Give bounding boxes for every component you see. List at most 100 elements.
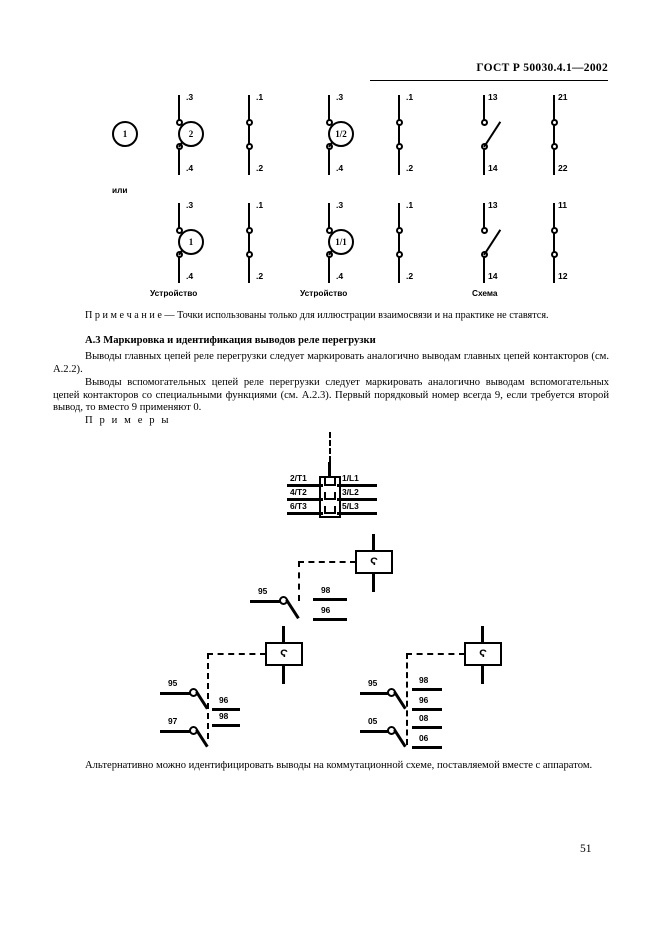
note-paragraph: П р и м е ч а н и е — Точки использованы… <box>85 310 549 321</box>
figure-relay-two-contacts: Ϛ 95 96 97 98 <box>160 626 325 748</box>
pole-bar-left-3 <box>287 512 323 515</box>
contact-b-lead-no <box>412 726 442 729</box>
figure-relay-changeover: Ϛ 95 98 96 <box>250 534 415 625</box>
terminal-label-a-common: 95 <box>168 678 178 688</box>
coil-lead-top <box>481 626 484 642</box>
group-marker-circle: 2 <box>178 121 204 147</box>
terminal-label-b-common: 97 <box>168 716 178 726</box>
terminal-label-common: 95 <box>258 586 268 596</box>
terminal-dot-top <box>245 119 253 126</box>
terminal-label-top: 11 <box>558 200 568 210</box>
notch-1 <box>324 478 336 486</box>
terminal-label-left-2: 4/T2 <box>290 487 307 497</box>
mechanical-link-vertical <box>207 653 209 739</box>
terminal-label-no: 98 <box>321 585 331 595</box>
terminal-label-right-3: 5/L3 <box>342 501 359 511</box>
terminal-label-top: 21 <box>558 92 568 102</box>
caption-device-left: Устройство <box>150 288 198 298</box>
contact-b-lead-other <box>212 724 240 727</box>
figure-terminal-block: 2/T1 4/T2 6/T3 1/L1 3/L2 5/L3 <box>275 432 400 520</box>
examples-label: П р и м е р ы <box>85 415 171 426</box>
section-heading: А.3 Маркировка и идентификация выводов р… <box>85 335 376 346</box>
terminal-label-bottom: .2 <box>256 163 264 173</box>
terminal-label-bottom: .4 <box>186 163 194 173</box>
terminal-label-bottom: .4 <box>336 271 344 281</box>
contact-symbol-r1c1: .3 .4 1 <box>112 92 210 175</box>
contact-lead-no <box>313 598 347 601</box>
coil-glyph: Ϛ <box>370 556 378 568</box>
terminal-label-right-1: 1/L1 <box>342 473 359 483</box>
terminal-dot-top <box>395 119 403 126</box>
group-marker-circle: 1 <box>178 229 204 255</box>
terminal-label-top: .3 <box>186 200 194 210</box>
contact-b-lead-nc <box>412 746 442 749</box>
figure-relay-two-changeover: Ϛ 95 98 96 05 08 06 <box>360 626 528 749</box>
contact-lever <box>285 599 300 620</box>
terminal-label-a-other: 96 <box>219 695 229 705</box>
contact-lead-common <box>250 600 280 603</box>
terminal-line-top <box>178 95 180 122</box>
contact-symbol-r2c3: .3 .4 <box>300 200 360 283</box>
coil-glyph: Ϛ <box>280 648 288 660</box>
terminal-label-top: .1 <box>256 200 264 210</box>
supply-dashed-line <box>329 432 331 462</box>
contact-a-lead-common <box>360 692 388 695</box>
contact-symbol-r2c1: .3 .4 <box>150 200 210 283</box>
coil-lead-bottom <box>372 574 375 592</box>
terminal-label-right-2: 3/L2 <box>342 487 359 497</box>
mechanical-link-vertical <box>406 653 408 745</box>
contact-a-lead-no <box>412 688 442 691</box>
terminal-dot-top <box>325 119 333 126</box>
terminal-line <box>398 95 400 175</box>
contact-symbol-r2c2: .1 .2 1 <box>178 200 280 283</box>
coil-glyph: Ϛ <box>479 648 487 660</box>
terminal-line <box>248 95 250 175</box>
terminal-line <box>553 95 555 175</box>
terminal-line-top <box>328 95 330 122</box>
terminal-label-b-nc: 06 <box>419 733 429 743</box>
terminal-line-top <box>328 203 330 230</box>
terminal-label-bottom: .2 <box>256 271 264 281</box>
terminal-dot-bottom <box>550 143 558 150</box>
terminal-label-a-nc: 96 <box>419 695 429 705</box>
contact-b-lead-common <box>360 730 388 733</box>
contact-symbol-r1c6: 21 22 <box>525 92 585 175</box>
terminal-line <box>553 203 555 283</box>
terminal-line-bottom <box>328 149 330 175</box>
terminal-label-left-3: 6/T3 <box>290 501 307 511</box>
contact-symbol-r1c3: .3 .4 <box>300 92 360 175</box>
page-number: 51 <box>580 843 592 855</box>
supply-line <box>328 462 331 478</box>
contact-a-lead-common <box>160 692 190 695</box>
group-marker-circle: 1/1 <box>328 229 354 255</box>
mechanical-link-horizontal <box>406 653 465 655</box>
terminal-label-bottom: .2 <box>406 163 414 173</box>
terminal-label-bottom: 14 <box>488 163 498 173</box>
section-paragraph-2: Выводы вспомогательных цепей реле перегр… <box>53 377 609 414</box>
terminal-dot-top <box>480 227 488 234</box>
terminal-dot-top <box>325 227 333 234</box>
coil-box: Ϛ <box>464 642 502 666</box>
pole-bar-right-1 <box>337 484 377 487</box>
caption-device-right: Устройство <box>300 288 348 298</box>
terminal-label-top: .3 <box>186 92 194 102</box>
terminal-dot-bottom <box>395 251 403 258</box>
terminal-label-top: 13 <box>488 92 498 102</box>
coil-lead-bottom <box>481 666 484 684</box>
terminal-line-bottom <box>328 257 330 283</box>
coil-lead-top <box>282 626 285 642</box>
terminal-label-bottom: .4 <box>186 271 194 281</box>
terminal-line <box>398 203 400 283</box>
closing-paragraph: Альтернативно можно идентифицировать выв… <box>85 760 593 771</box>
contact-a-lead-nc <box>412 708 442 711</box>
terminal-label-a-common: 95 <box>368 678 378 688</box>
section-paragraph-1: Выводы главных цепей реле перегрузки сле… <box>53 351 609 375</box>
contact-b-lead-common <box>160 730 190 733</box>
terminal-line-bottom <box>483 149 485 175</box>
terminal-dot-top <box>550 227 558 234</box>
terminal-line-bottom <box>178 149 180 175</box>
terminal-dot-bottom <box>245 143 253 150</box>
pole-bar-right-3 <box>337 512 377 515</box>
terminal-line-bottom <box>178 257 180 283</box>
terminal-label-b-no: 08 <box>419 713 429 723</box>
